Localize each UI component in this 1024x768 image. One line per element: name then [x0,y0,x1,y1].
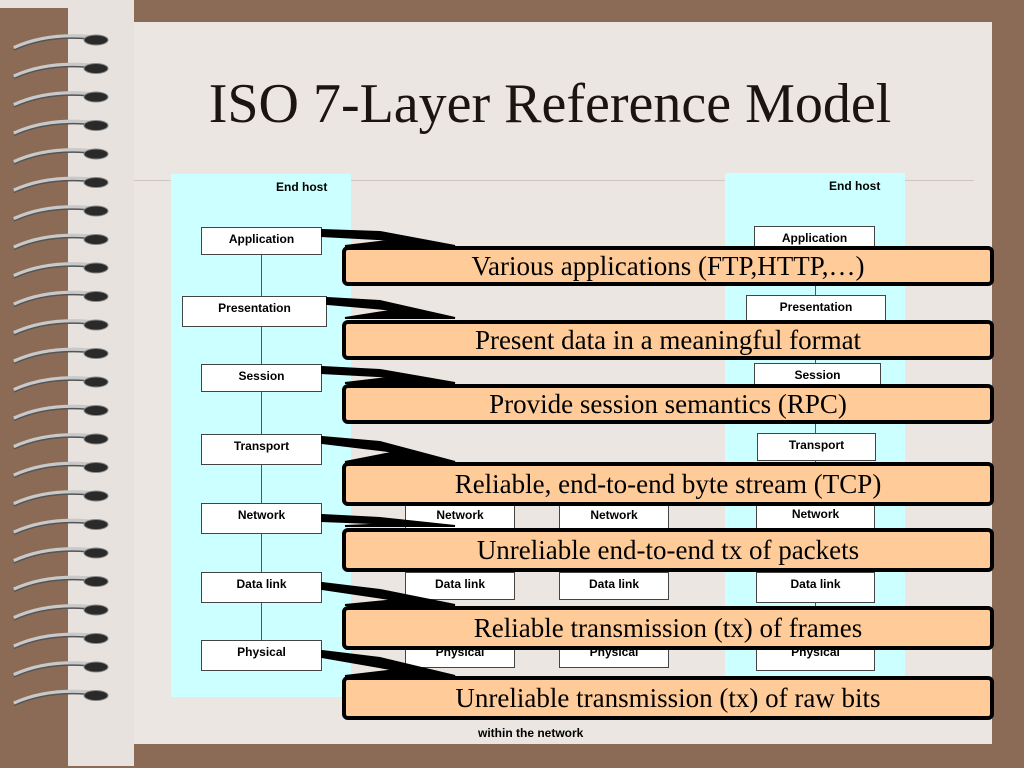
spiral-coil [13,433,109,450]
spiral-coil [13,347,109,365]
left-layer-network: Network [201,503,322,534]
left-layer-application: Application [201,227,322,255]
callout-session: Provide session semantics (RPC) [342,384,994,424]
spiral-coil [13,319,109,336]
spiral-coil [13,34,109,51]
right-layer-presentation: Presentation [746,295,886,323]
pointer-physical [321,649,456,677]
spiral-coil [13,461,109,479]
paper-tear-top [0,0,134,8]
spiral-coil [13,575,109,593]
relay2-layer-data-link: Data link [559,572,669,600]
pointer-session [321,365,456,384]
pointer-presentation [326,296,456,319]
callout-presentation: Present data in a meaningful format [342,320,994,360]
pointer-transport [321,435,456,463]
spiral-coil [13,233,109,251]
spiral-coil [13,119,109,137]
pointer-data-link [321,581,456,606]
left-layer-physical: Physical [201,640,322,671]
spiral-coil [13,205,109,222]
footer-caption: within the network [478,726,584,740]
left-layer-transport: Transport [201,434,322,465]
spiral-coil [13,62,109,80]
callout-transport: Reliable, end-to-end byte stream (TCP) [342,462,994,506]
spiral-coil [13,290,109,308]
right-layer-transport: Transport [757,433,876,461]
spiral-coil [13,689,109,707]
pointer-network [321,513,456,527]
callout-data-link: Reliable transmission (tx) of frames [342,606,994,650]
spiral-coil [13,547,109,564]
spiral-coil [13,518,109,536]
right-layer-data-link: Data link [756,572,875,603]
callout-physical: Unreliable transmission (tx) of raw bits [342,676,994,720]
spiral-coil [13,661,109,678]
callout-network: Unreliable end-to-end tx of packets [342,528,994,572]
spiral-coil [13,490,109,507]
spiral-coil [13,376,109,393]
left-layer-presentation: Presentation [182,296,327,327]
spiral-coil [13,632,109,650]
relay1-layer-data-link: Data link [405,572,515,600]
spiral-coil [13,604,109,621]
callout-application: Various applications (FTP,HTTP,…) [342,246,994,286]
right-end-host-label: End host [829,179,881,193]
right-layer-network: Network [756,502,875,533]
left-layer-data-link: Data link [201,572,322,603]
title-rule [134,180,974,181]
spiral-coil [13,91,109,108]
spiral-coil [13,148,109,165]
slide-title: ISO 7-Layer Reference Model [208,73,892,135]
spiral-coil [13,176,109,194]
pointer-application [321,228,456,247]
spiral-coil [13,404,109,422]
left-layer-session: Session [201,364,322,392]
left-end-host-label: End host [276,180,328,194]
spiral-coil [13,262,109,279]
